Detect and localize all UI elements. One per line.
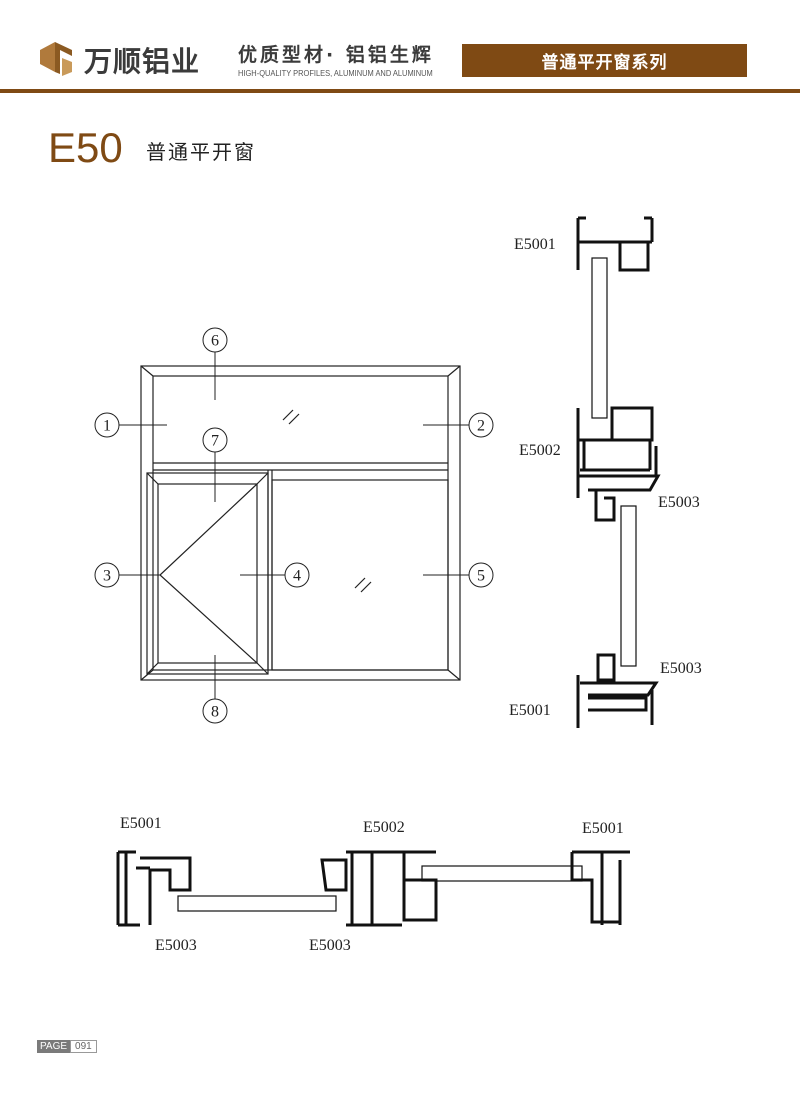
model-number: E50 [48,124,123,171]
section-label: E5003 [309,937,351,954]
product-title: 普通平开窗 [146,140,256,164]
callout-4: 4 [293,568,301,585]
section-label: E5001 [514,236,556,253]
section-label: E5003 [658,494,700,511]
callout-2: 2 [477,418,485,435]
section-label: E5001 [509,702,551,719]
callout-6: 6 [211,333,219,350]
series-banner: 普通平开窗系列 [462,44,747,77]
header-divider [0,89,800,93]
logo-icon [40,42,72,76]
section-label: E5001 [120,815,162,832]
brand-name: 万顺铝业 [84,45,201,78]
section-label: E5001 [582,820,624,837]
slogan: 优质型材· 铝铝生辉 [238,44,434,66]
section-label: E5003 [660,660,702,677]
section-label: E5002 [363,819,405,836]
callout-5: 5 [477,568,485,585]
vertical-section [576,216,661,728]
page-value: 091 [70,1040,97,1053]
slogan-english: HIGH-QUALITY PROFILES, ALUMINUM AND ALUM… [238,68,433,78]
callout-7: 7 [211,433,219,450]
section-label: E5002 [519,442,561,459]
callout-1: 1 [103,418,111,435]
window-elevation [94,327,494,724]
section-label: E5003 [155,937,197,954]
callout-3: 3 [103,568,111,585]
callout-8: 8 [211,704,219,721]
page-number: PAGE 091 [37,1040,97,1053]
page-label: PAGE [37,1040,71,1053]
horizontal-section [116,850,630,927]
